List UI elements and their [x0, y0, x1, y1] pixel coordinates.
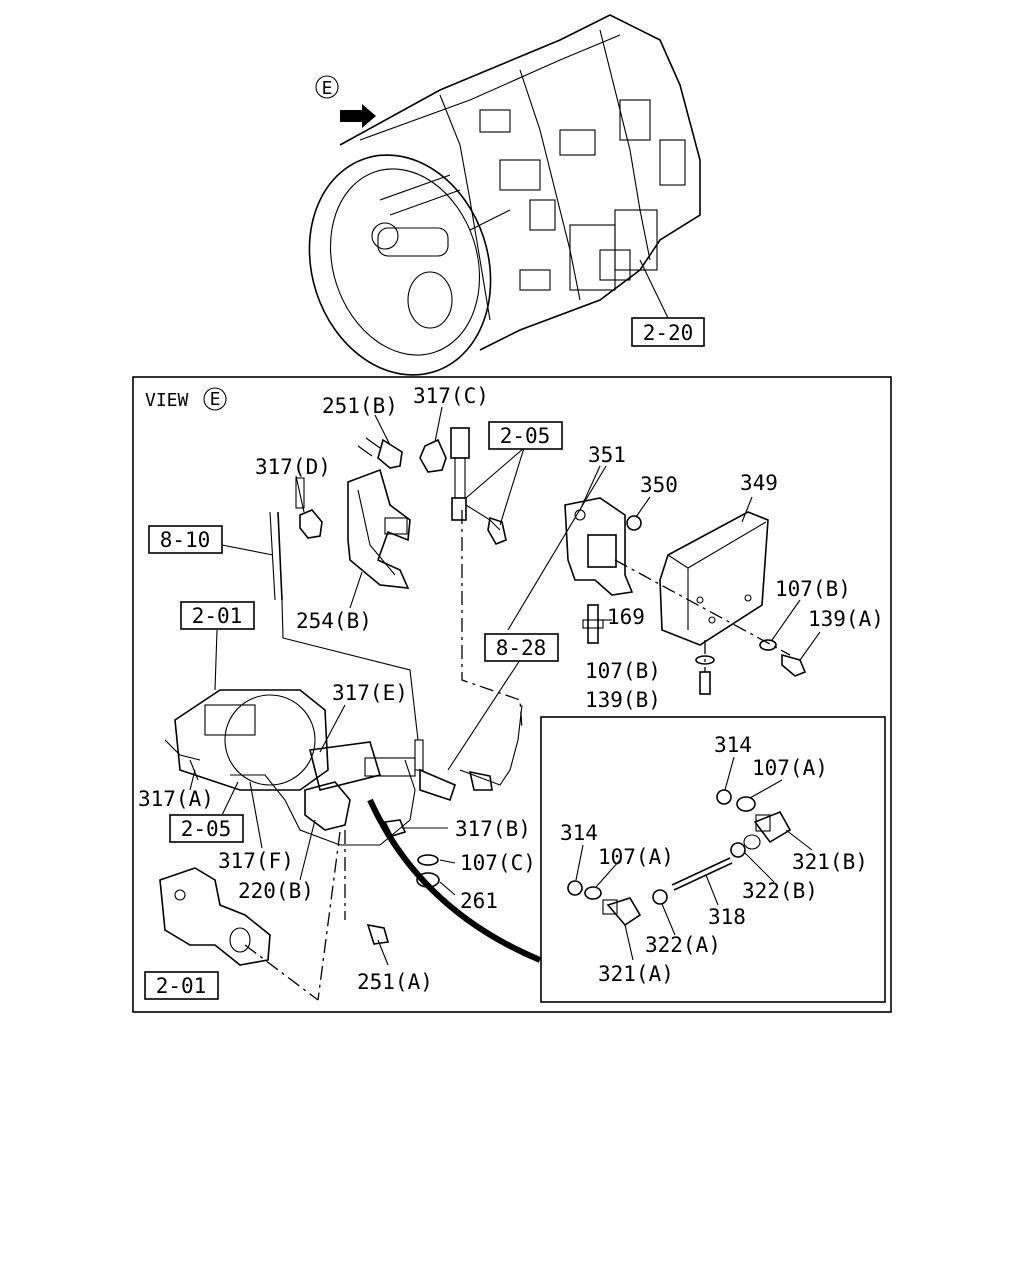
balljoint-321b — [753, 810, 792, 844]
label-220b: 220(B) — [238, 879, 314, 903]
label-322a: 322(A) — [645, 933, 721, 957]
clip-317c — [419, 438, 447, 473]
svg-text:E: E — [322, 78, 333, 99]
ref-box-2-01-bot[interactable]: 2-01 — [144, 971, 219, 1000]
actuator-assembly — [164, 689, 523, 846]
label-261: 261 — [460, 889, 498, 913]
nut-322b — [730, 842, 746, 858]
view-e-frame — [132, 376, 892, 1013]
ref-box-2-20[interactable]: 2-20 — [631, 317, 705, 347]
svg-text:2-20: 2-20 — [643, 321, 694, 345]
label-251a: 251(A) — [357, 970, 433, 994]
ref-box-8-28[interactable]: 8-28 — [484, 633, 559, 662]
svg-text:2-05: 2-05 — [500, 424, 551, 448]
bolt-139b — [699, 671, 711, 695]
label-107a-top: 107(A) — [752, 756, 828, 780]
ref-box-2-05-top[interactable]: 2-05 — [488, 421, 563, 450]
label-107b-left: 107(B) — [585, 659, 661, 683]
label-139b: 139(B) — [585, 688, 661, 712]
svg-text:2-01: 2-01 — [156, 974, 207, 998]
clip-317d — [295, 477, 323, 539]
svg-text:E: E — [210, 389, 221, 410]
label-107c: 107(C) — [460, 851, 536, 875]
svg-text:VIEW: VIEW — [145, 390, 189, 411]
label-251b: 251(B) — [322, 394, 398, 418]
label-317e: 317(E) — [332, 681, 408, 705]
label-318: 318 — [708, 905, 746, 929]
label-321b: 321(B) — [792, 850, 868, 874]
sensor-connector — [450, 427, 507, 546]
nut-322a — [652, 889, 668, 905]
bolt-251b — [357, 437, 403, 469]
label-139a: 139(A) — [808, 607, 884, 631]
label-351: 351 — [588, 443, 626, 467]
label-107b-right: 107(B) — [775, 577, 851, 601]
svg-text:8-28: 8-28 — [496, 636, 547, 660]
clip-317b — [383, 819, 407, 837]
svg-text:2-01: 2-01 — [192, 604, 243, 628]
svg-text:2-05: 2-05 — [181, 817, 232, 841]
label-322b: 322(B) — [742, 879, 818, 903]
label-317b: 317(B) — [455, 817, 531, 841]
label-350: 350 — [640, 473, 678, 497]
label-317f: 317(F) — [218, 849, 294, 873]
leader-lines — [189, 406, 821, 966]
label-254b: 254(B) — [296, 609, 372, 633]
bolt-251a — [366, 923, 390, 945]
rod-318 — [671, 857, 733, 891]
ref-box-2-01-top[interactable]: 2-01 — [180, 601, 255, 630]
mount-bracket — [159, 867, 271, 966]
nut-314-top — [716, 789, 732, 805]
washer-107c — [417, 854, 439, 866]
bracket-351 — [564, 497, 634, 596]
washer-107a-top — [736, 796, 756, 812]
washer-107b-right — [759, 639, 777, 651]
nut-350 — [626, 515, 642, 531]
washer-107a-bot — [584, 886, 602, 900]
part-labels: 251(B) 317(C) 317(D) 254(B) 351 350 349 … — [138, 384, 884, 994]
view-title: VIEW E — [145, 387, 227, 411]
label-317c: 317(C) — [413, 384, 489, 408]
label-321a: 321(A) — [598, 962, 674, 986]
label-317a: 317(A) — [138, 787, 214, 811]
detail-inset-frame — [540, 716, 886, 1003]
label-169: 169 — [607, 605, 645, 629]
view-e-arrow: E — [315, 75, 376, 128]
control-unit-349 — [659, 511, 769, 646]
wire-bundle — [367, 798, 542, 963]
svg-text:8-10: 8-10 — [160, 528, 211, 552]
transmission-illustration — [308, 14, 701, 376]
label-314-bot: 314 — [560, 821, 598, 845]
washer-322b — [743, 834, 761, 850]
stud-169 — [582, 604, 604, 644]
balljoint-321a — [602, 897, 642, 927]
nut-314-bot — [567, 880, 583, 896]
ref-box-8-10[interactable]: 8-10 — [148, 525, 223, 554]
cable-8-10 — [269, 511, 283, 601]
nut-261 — [416, 872, 440, 888]
bracket-254b — [347, 468, 411, 589]
label-107a-bot: 107(A) — [598, 845, 674, 869]
washer-107b-left — [695, 655, 715, 665]
ref-box-2-05-bot[interactable]: 2-05 — [169, 814, 244, 843]
label-317d: 317(D) — [255, 455, 331, 479]
bolt-139a — [781, 653, 807, 677]
label-349: 349 — [740, 471, 778, 495]
label-314-top: 314 — [714, 733, 752, 757]
